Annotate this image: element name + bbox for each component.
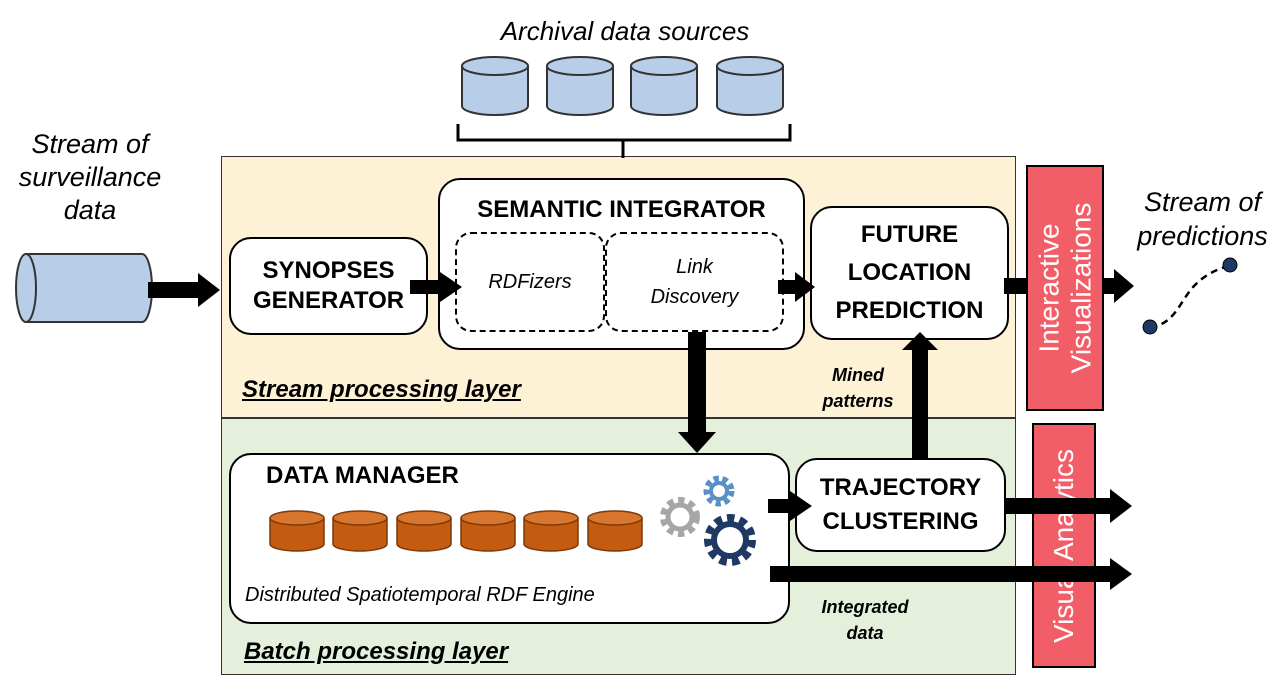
- rdf-store-cylinder-icon: [460, 510, 516, 552]
- rdf-store-cylinder-icon: [269, 510, 325, 552]
- surveillance-stream-cylinder: [15, 253, 153, 323]
- integrated-data-label: Integrated data: [821, 597, 909, 643]
- stream-input-label: Stream of surveillance data: [18, 129, 162, 225]
- batch-layer-title: Batch processing layer: [244, 638, 509, 665]
- archival-data-sources-label: Archival data sources: [500, 16, 750, 46]
- arrow-integrated-data-out: [770, 558, 1132, 590]
- synopses-generator-box: SYNOPSES GENERATOR: [229, 237, 428, 335]
- arrow-clustering-to-prediction: [902, 332, 938, 460]
- semantic-integrator-title: SEMANTIC INTEGRATOR: [477, 196, 766, 223]
- visual-analytics-panel: Visual Analytics: [1032, 423, 1096, 668]
- arrow-stream-to-synopses: [148, 273, 220, 307]
- interactive-visualizations-panel: Interactive Visualizations: [1026, 165, 1104, 411]
- arrow-clustering-out: [1004, 489, 1132, 523]
- archival-database-icon: [630, 56, 698, 116]
- gear-blue-icon: [703, 475, 735, 507]
- arrow-visualizations-out: [1104, 269, 1134, 303]
- arrow-prediction-to-visualizations: [1004, 278, 1028, 294]
- semantic-integrator-box: [438, 178, 805, 350]
- arrow-synopses-to-integrator: [410, 272, 462, 302]
- rdf-store-cylinder-icon: [332, 510, 388, 552]
- gear-navy-icon: [704, 514, 756, 566]
- archival-database-icon: [461, 56, 529, 116]
- stream-layer-title: Stream processing layer: [242, 376, 521, 403]
- gear-gray-icon: [660, 497, 700, 537]
- predictions-label: Stream of predictions: [1137, 187, 1268, 251]
- rdfizers-box: RDFizers: [455, 232, 605, 332]
- archival-database-icon: [716, 56, 784, 116]
- predicted-trajectory-icon: [1142, 257, 1238, 335]
- archival-database-icon: [546, 56, 614, 116]
- future-location-prediction-box: FUTURE LOCATION PREDICTION: [810, 206, 1009, 340]
- mined-patterns-label: Mined patterns: [822, 365, 894, 411]
- arrow-integrator-to-data-manager: [678, 332, 716, 453]
- trajectory-clustering-box: TRAJECTORY CLUSTERING: [795, 458, 1006, 552]
- arrow-integrator-to-prediction: [778, 272, 815, 302]
- rdf-store-cylinder-icon: [523, 510, 579, 552]
- rdf-store-cylinder-icon: [587, 510, 643, 552]
- archival-bracket: [456, 124, 792, 158]
- data-manager-title: DATA MANAGER: [266, 462, 459, 489]
- rdf-store-cylinder-icon: [396, 510, 452, 552]
- link-discovery-box: Link Discovery: [605, 232, 784, 332]
- arrow-data-manager-to-clustering: [768, 491, 812, 521]
- rdf-engine-label: Distributed Spatiotemporal RDF Engine: [245, 584, 595, 606]
